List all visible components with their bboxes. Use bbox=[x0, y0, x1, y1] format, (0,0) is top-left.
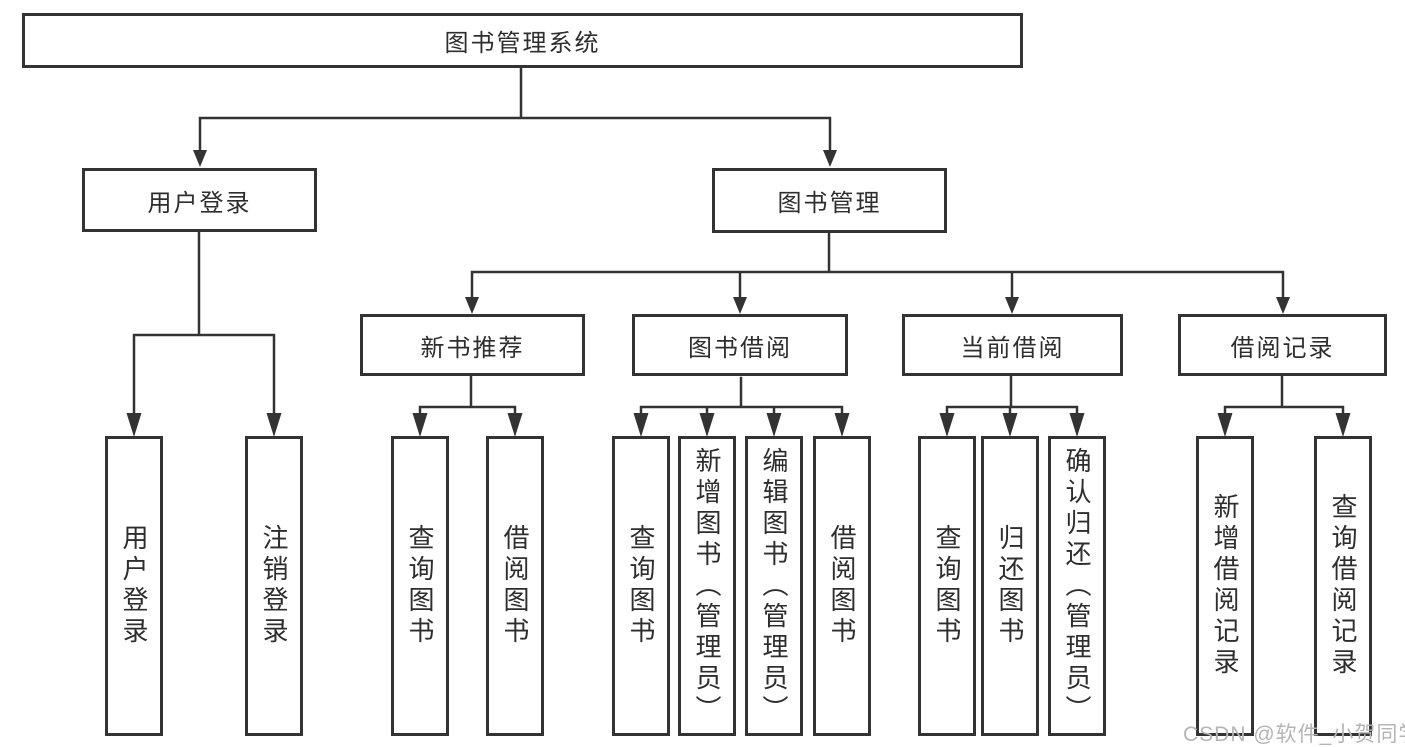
arrow-down-icon bbox=[465, 297, 479, 314]
arrow-down-icon bbox=[266, 413, 282, 437]
arrow-down-icon bbox=[1005, 297, 1019, 314]
arrowheads bbox=[126, 150, 1351, 437]
leaf-query-books: 查询图书 bbox=[612, 436, 670, 736]
leaf-label: 确认归还（管理员） bbox=[1062, 446, 1092, 726]
leaf-confirm-return-admin: 确认归还（管理员） bbox=[1048, 436, 1106, 736]
edge-bookborrow-to-leaves bbox=[639, 376, 844, 416]
arrow-down-icon bbox=[507, 413, 523, 437]
leaf-label: 归还图书 bbox=[995, 524, 1025, 648]
edge-userlogin-to-leaves bbox=[132, 230, 276, 416]
edge-newbooks-to-leaves bbox=[418, 374, 517, 416]
edge-borrowrecords-to-leaves bbox=[1223, 375, 1345, 416]
arrow-down-icon bbox=[733, 297, 747, 314]
leaf-label: 查询图书 bbox=[932, 524, 962, 648]
arrow-down-icon bbox=[1276, 297, 1290, 314]
leaf-borrow-books: 借阅图书 bbox=[813, 436, 871, 736]
arrow-down-icon bbox=[823, 150, 837, 167]
leaf-label: 用户登录 bbox=[119, 524, 149, 648]
leaf-label: 编辑图书（管理员） bbox=[759, 446, 789, 726]
leaf-query-books: 查询图书 bbox=[391, 436, 449, 736]
node-book-borrowing: 图书借阅 bbox=[632, 314, 848, 376]
edge-bookmgmt-to-level3 bbox=[470, 231, 1285, 299]
leaf-return-books: 归还图书 bbox=[981, 436, 1039, 736]
node-user-login: 用户登录 bbox=[82, 168, 317, 232]
arrow-down-icon bbox=[1002, 413, 1018, 437]
leaf-label: 查询借阅记录 bbox=[1328, 493, 1358, 679]
arrow-down-icon bbox=[766, 413, 782, 437]
arrow-down-icon bbox=[699, 413, 715, 437]
leaf-label: 注销登录 bbox=[259, 524, 289, 648]
leaf-logout: 注销登录 bbox=[245, 436, 303, 736]
leaf-label: 查询图书 bbox=[626, 524, 656, 648]
leaf-user-login: 用户登录 bbox=[105, 436, 163, 736]
leaf-edit-books-admin: 编辑图书（管理员） bbox=[745, 436, 803, 736]
arrow-down-icon bbox=[1217, 413, 1233, 437]
leaf-add-borrow-record: 新增借阅记录 bbox=[1196, 436, 1254, 736]
leaf-label: 借阅图书 bbox=[827, 524, 857, 648]
arrow-down-icon bbox=[834, 413, 850, 437]
csdn-watermark: CSDN @软件_小贺同学 bbox=[1183, 723, 1405, 746]
edge-currentborrow-to-leaves bbox=[945, 375, 1079, 416]
node-library-management-system: 图书管理系统 bbox=[22, 13, 1023, 68]
arrow-down-icon bbox=[412, 413, 428, 437]
node-borrowing-records: 借阅记录 bbox=[1178, 314, 1387, 376]
leaf-borrow-books: 借阅图书 bbox=[486, 436, 544, 736]
leaf-label: 新增借阅记录 bbox=[1210, 493, 1240, 679]
leaf-query-books: 查询图书 bbox=[918, 436, 976, 736]
arrow-down-icon bbox=[939, 413, 955, 437]
arrow-down-icon bbox=[633, 413, 649, 437]
node-new-book-recommendation: 新书推荐 bbox=[360, 314, 585, 376]
edge-root-to-level2 bbox=[198, 66, 832, 152]
arrow-down-icon bbox=[193, 150, 207, 167]
leaf-label: 借阅图书 bbox=[500, 524, 530, 648]
arrow-down-icon bbox=[1335, 413, 1351, 437]
leaf-add-books-admin: 新增图书（管理员） bbox=[678, 436, 736, 736]
leaf-label: 查询图书 bbox=[405, 524, 435, 648]
arrow-down-icon bbox=[126, 413, 142, 437]
node-book-management: 图书管理 bbox=[712, 168, 947, 233]
leaf-label: 新增图书（管理员） bbox=[692, 446, 722, 726]
node-current-borrowing: 当前借阅 bbox=[902, 314, 1123, 376]
arrow-down-icon bbox=[1069, 413, 1085, 437]
leaf-query-borrow-record: 查询借阅记录 bbox=[1314, 436, 1372, 736]
